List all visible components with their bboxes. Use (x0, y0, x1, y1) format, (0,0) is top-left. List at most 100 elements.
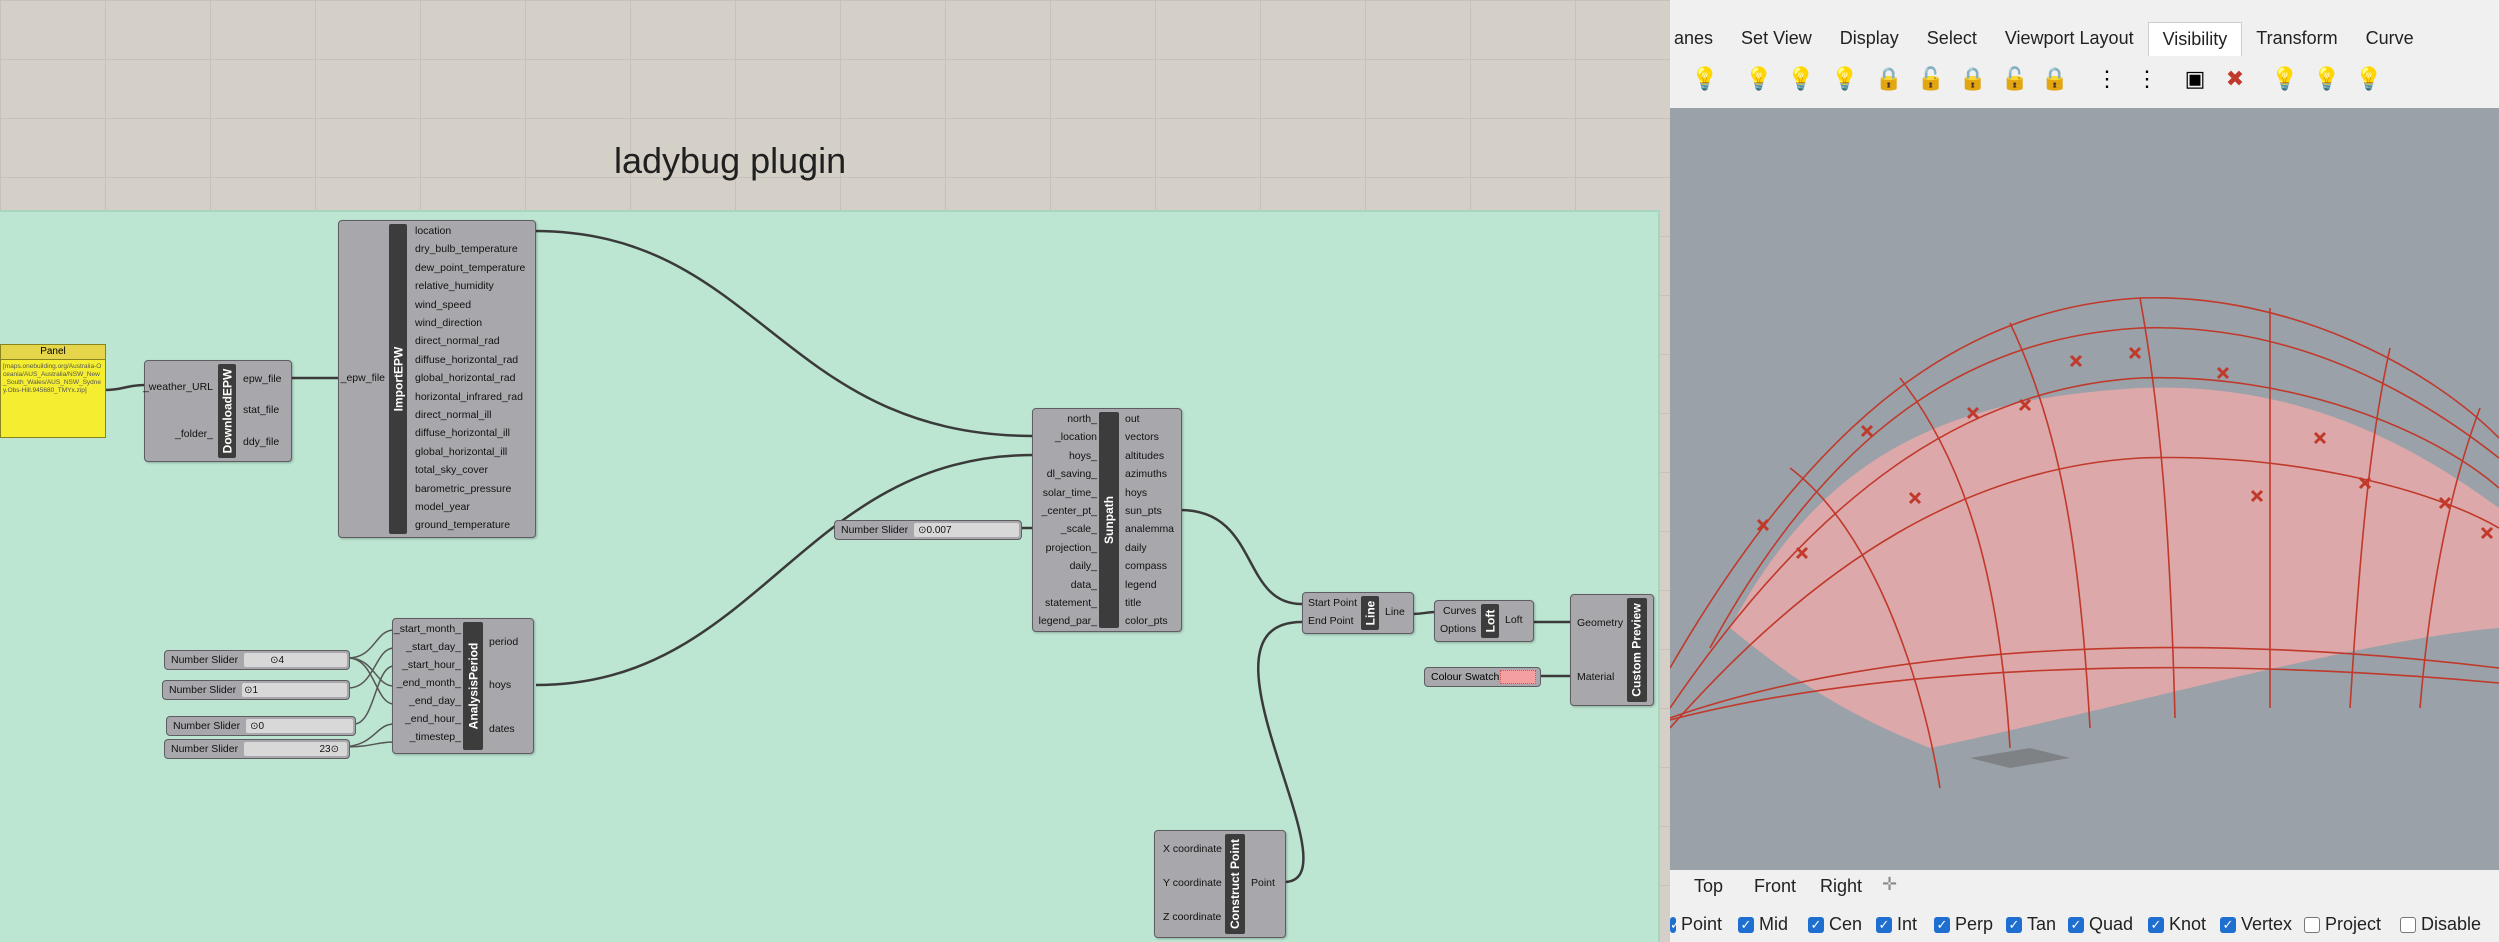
sunpath-component[interactable]: north_ _location hoys_ dl_saving_ solar_… (1032, 408, 1182, 632)
checkbox-icon[interactable]: ✓ (1738, 916, 1754, 933)
input-hoys[interactable]: hoys_ (1068, 449, 1097, 462)
osnap-int[interactable]: ✓Int (1876, 914, 1917, 935)
output-barometric-pressure[interactable]: barometric_pressure (415, 482, 512, 495)
hide-objects-icon[interactable]: ✖ (2225, 66, 2245, 91)
output-loft[interactable]: Loft (1505, 614, 1523, 626)
input-options[interactable]: Options (1440, 623, 1477, 635)
viewport-tab-top[interactable]: Top (1694, 876, 1724, 896)
output-period[interactable]: period (489, 636, 519, 648)
output-hoys[interactable]: hoys (489, 679, 512, 691)
output-vectors[interactable]: vectors (1125, 431, 1159, 444)
output-diffuse-horizontal-ill[interactable]: diffuse_horizontal_ill (415, 427, 510, 440)
input-legend-par[interactable]: legend_par_ (1038, 615, 1097, 628)
light-toggle-icon[interactable]: 💡 (2355, 66, 2383, 91)
colour-swatch-color[interactable] (1500, 670, 1536, 684)
output-hoys[interactable]: hoys (1125, 486, 1148, 499)
osnap-knot[interactable]: ✓Knot (2148, 914, 2206, 935)
input-end-day[interactable]: _end_day_ (409, 695, 461, 707)
input-material[interactable]: Material (1577, 671, 1615, 683)
number-slider-timestep[interactable]: Number Slider 23 ⊙ (164, 739, 350, 759)
input-solar-time[interactable]: solar_time_ (1042, 486, 1097, 499)
output-dew-point[interactable]: dew_point_temperature (415, 261, 526, 274)
input-x-coordinate[interactable]: X coordinate (1163, 843, 1222, 855)
input-epw-file[interactable]: _epw_file (340, 372, 385, 384)
input-start-point[interactable]: Start Point (1308, 597, 1358, 609)
osnap-disable[interactable]: Disable (2400, 914, 2481, 935)
output-total-sky-cover[interactable]: total_sky_cover (415, 464, 488, 477)
tab-panes[interactable]: anes (1674, 28, 1714, 48)
output-sun-pts[interactable]: sun_pts (1125, 505, 1162, 517)
perspective-viewport[interactable] (1670, 108, 2499, 870)
analysis-period-component[interactable]: _start_month_ _start_day_ _start_hour_ _… (392, 618, 534, 754)
output-daily[interactable]: daily (1125, 541, 1147, 554)
output-azimuths[interactable]: azimuths (1125, 468, 1168, 481)
input-north[interactable]: north_ (1067, 413, 1097, 425)
checkbox-icon[interactable]: ✓ (1808, 916, 1824, 933)
output-compass[interactable]: compass (1125, 560, 1168, 573)
checkbox-icon[interactable]: ✓ (1670, 916, 1681, 933)
unlock-selected-icon[interactable]: 🔓 (2001, 66, 2029, 91)
input-end-hour[interactable]: _end_hour_ (404, 713, 461, 725)
slider-track[interactable]: ⊙ 0 (246, 719, 353, 733)
input-scale[interactable]: _scale_ (1060, 523, 1097, 536)
checkbox-icon[interactable]: ✓ (2006, 916, 2022, 933)
output-ddy-file[interactable]: ddy_file (243, 436, 280, 448)
download-epw-component[interactable]: _weather_URL _folder_ DownloadEPW epw_fi… (142, 360, 292, 462)
input-projection[interactable]: projection_ (1045, 541, 1097, 554)
output-horizontal-infrared-rad[interactable]: horizontal_infrared_rad (415, 390, 523, 403)
hide-swap-icon[interactable]: 💡 (1831, 66, 1859, 91)
input-end-point[interactable]: End Point (1308, 615, 1354, 627)
input-data[interactable]: data_ (1070, 578, 1097, 591)
output-diffuse-horizontal-rad[interactable]: diffuse_horizontal_rad (415, 353, 519, 366)
output-wind-speed[interactable]: wind_speed (415, 298, 472, 311)
tab-transform[interactable]: Transform (2256, 28, 2338, 48)
input-curves[interactable]: Curves (1443, 605, 1477, 617)
checkbox-icon[interactable]: ✓ (2068, 916, 2084, 933)
tab-curve[interactable]: Curve (2365, 28, 2414, 48)
hide-icon[interactable]: 💡 (1745, 66, 1773, 91)
output-global-horizontal-rad[interactable]: global_horizontal_rad (415, 372, 516, 385)
output-line[interactable]: Line (1385, 606, 1405, 618)
osnap-mid[interactable]: ✓Mid (1738, 914, 1788, 935)
osnap-cen[interactable]: ✓Cen (1808, 914, 1862, 935)
points-off-icon[interactable]: ⋮ (2136, 66, 2158, 91)
output-title[interactable]: title (1125, 597, 1142, 609)
input-dl-saving[interactable]: dl_saving_ (1046, 468, 1097, 481)
output-analemma[interactable]: analemma (1125, 523, 1175, 536)
input-end-month[interactable]: _end_month_ (396, 677, 461, 689)
input-z-coordinate[interactable]: Z coordinate (1163, 911, 1222, 923)
number-slider-scale[interactable]: Number Slider ⊙ 0.007 (834, 520, 1022, 540)
tab-viewport-layout[interactable]: Viewport Layout (2004, 28, 2134, 48)
output-dates[interactable]: dates (489, 723, 515, 735)
line-component[interactable]: Start Point End Point Line Line (1302, 592, 1414, 634)
input-start-month[interactable]: _start_month_ (393, 623, 461, 635)
input-start-hour[interactable]: _start_hour_ (402, 659, 461, 671)
unlock-icon[interactable]: 🔓 (1917, 66, 1945, 91)
input-geometry[interactable]: Geometry (1577, 617, 1624, 629)
light-off-icon[interactable]: 💡 (2313, 66, 2341, 91)
checkbox-icon[interactable]: ✓ (2148, 916, 2164, 933)
output-color-pts[interactable]: color_pts (1125, 615, 1168, 628)
lock-icon[interactable]: 🔒 (1875, 66, 1903, 91)
slider-track[interactable]: 23 ⊙ (244, 742, 347, 756)
checkbox-icon[interactable] (2304, 916, 2320, 933)
number-slider-end-hour[interactable]: Number Slider ⊙ 0 (166, 716, 356, 736)
input-weather-url[interactable]: _weather_URL (142, 381, 213, 393)
output-wind-direction[interactable]: wind_direction (415, 317, 483, 329)
input-start-day[interactable]: _start_day_ (406, 641, 461, 653)
slider-track[interactable]: ⊙ 4 (244, 653, 347, 667)
tab-select[interactable]: Select (1926, 28, 1977, 48)
points-on-icon[interactable]: ⋮ (2096, 66, 2118, 91)
output-humidity[interactable]: relative_humidity (415, 280, 494, 293)
number-slider-start-month[interactable]: Number Slider ⊙ 4 (164, 650, 350, 670)
show-icon[interactable]: 💡 (1691, 66, 1719, 91)
osnap-tan[interactable]: ✓Tan (2006, 914, 2056, 935)
checkbox-icon[interactable] (2400, 916, 2416, 933)
output-location[interactable]: location (415, 225, 452, 237)
input-statement[interactable]: statement_ (1045, 597, 1097, 609)
checkbox-icon[interactable]: ✓ (1876, 916, 1892, 933)
tab-display[interactable]: Display (1839, 28, 1899, 48)
osnap-point[interactable]: ✓Point (1670, 914, 1723, 934)
number-slider-start-day[interactable]: Number Slider ⊙ 1 (162, 680, 350, 700)
output-epw-file[interactable]: epw_file (243, 373, 282, 385)
